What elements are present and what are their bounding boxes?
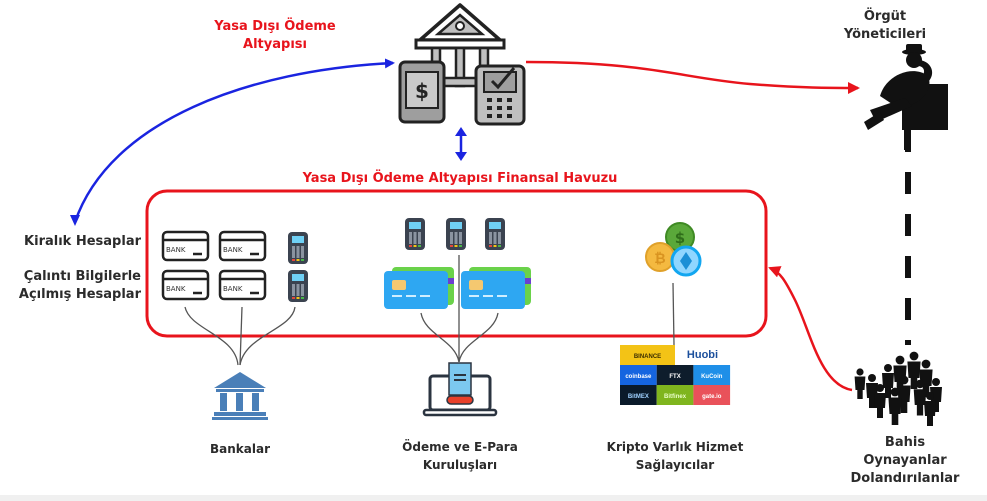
payment-connectors <box>420 255 499 363</box>
bank-card-text: BANK <box>166 246 186 254</box>
red-arrow-to-leaders <box>525 60 860 94</box>
credit-card-icon <box>461 267 531 309</box>
leaders-label-line1: Örgüt <box>863 9 907 24</box>
credit-card-icon <box>384 267 454 309</box>
exchange-name: BINANCE <box>634 354 661 360</box>
infrastructure-label-line1: Yasa Dışı Ödeme <box>214 19 336 34</box>
pos-terminal-icon <box>405 218 425 250</box>
bank-cards-group <box>161 230 267 301</box>
svg-text:₿: ₿ <box>654 251 665 267</box>
payment-label-line1: Ödeme ve E-Para <box>402 440 518 454</box>
crowd-icon <box>854 351 942 426</box>
leaders-label: Örgüt Yöneticileri <box>830 8 940 44</box>
person-icon <box>874 384 886 418</box>
crypto-connector <box>672 282 675 346</box>
infrastructure-label-line2: Altyapısı <box>243 37 307 52</box>
blue-arrow-accounts-infra <box>73 58 395 223</box>
svg-text:$: $ <box>675 229 685 247</box>
exchange-name: gate.io <box>702 394 722 400</box>
crypto-coins-icon: $ ₿ <box>645 222 702 277</box>
exchange-logo: Huobi <box>675 345 730 365</box>
exchange-logo: KuCoin <box>693 365 731 385</box>
payment-cards <box>384 267 531 309</box>
victims-label-line2: Oynayanlar <box>863 453 947 468</box>
double-arrow-icon <box>455 127 467 161</box>
crypto-label-line1: Kripto Varlık Hizmet <box>606 440 744 454</box>
pos-terminal-icon <box>485 218 505 250</box>
svg-text:$: $ <box>415 79 429 103</box>
payment-institutions-label: Ödeme ve E-Para Kuruluşları <box>385 438 535 474</box>
bank-card-text: BANK <box>223 246 243 254</box>
exchange-name: Huobi <box>687 349 718 361</box>
exchange-logo: coinbase <box>620 365 657 385</box>
bank-card-text: BANK <box>166 285 186 293</box>
bottom-strip <box>0 495 987 501</box>
victims-label-line3: Dolandırılanlar <box>850 471 960 486</box>
pos-terminal-icon <box>288 232 308 264</box>
bank-connectors <box>184 306 296 366</box>
bank-building-icon <box>212 372 268 420</box>
pool-title: Yasa Dışı Ödeme Altyapısı Finansal Havuz… <box>302 171 618 186</box>
stolen-accounts-label: Çalıntı Bilgilerle Açılmış Hesaplar <box>6 268 141 304</box>
payment-label-line2: Kuruluşları <box>422 458 498 472</box>
person-icon <box>888 387 902 425</box>
victims-label-line1: Bahis <box>884 435 926 450</box>
person-icon <box>854 368 866 399</box>
bank-card-text: BANK <box>223 285 243 293</box>
crypto-label-line2: Sağlayıcılar <box>635 458 715 472</box>
person-icon <box>924 392 936 426</box>
stolen-accounts-line2: Açılmış Hesaplar <box>18 287 141 302</box>
blue-arrow-head-down <box>70 215 80 226</box>
exchange-name: coinbase <box>625 374 652 380</box>
exchange-name: BitMEX <box>628 394 649 400</box>
pos-terminal-icon <box>288 270 308 302</box>
exchange-logo: Bitfinex <box>656 385 694 405</box>
crypto-providers-label: Kripto Varlık Hizmet Sağlayıcılar <box>590 438 760 474</box>
exchange-logo: BINANCE <box>620 345 675 365</box>
exchange-logo: FTX <box>656 365 694 385</box>
victims-label: Bahis Oynayanlar Dolandırılanlar <box>840 434 970 488</box>
pos-terminals <box>288 218 505 302</box>
pos-terminal-icon <box>446 218 466 250</box>
leaders-label-line2: Yöneticileri <box>843 27 927 42</box>
exchange-name: FTX <box>669 374 680 380</box>
stolen-accounts-line1: Çalıntı Bilgilerle <box>23 269 141 284</box>
infrastructure-label: Yasa Dışı Ödeme Altyapısı <box>200 18 350 54</box>
person-icon <box>913 379 927 416</box>
banks-label: Bankalar <box>210 442 270 456</box>
financial-pool-box <box>145 189 768 338</box>
exchange-name: KuCoin <box>701 374 723 380</box>
exchange-name: Bitfinex <box>664 394 687 400</box>
laptop-receipt-icon <box>422 362 498 417</box>
infrastructure-icon: $ <box>398 3 526 126</box>
exchange-logo: gate.io <box>693 385 731 405</box>
exchange-logo: BitMEX <box>620 385 657 405</box>
mafia-boss-icon <box>864 44 948 150</box>
red-arrow-victims-to-pool <box>768 266 853 392</box>
rented-accounts-label: Kiralık Hesaplar <box>24 234 141 249</box>
